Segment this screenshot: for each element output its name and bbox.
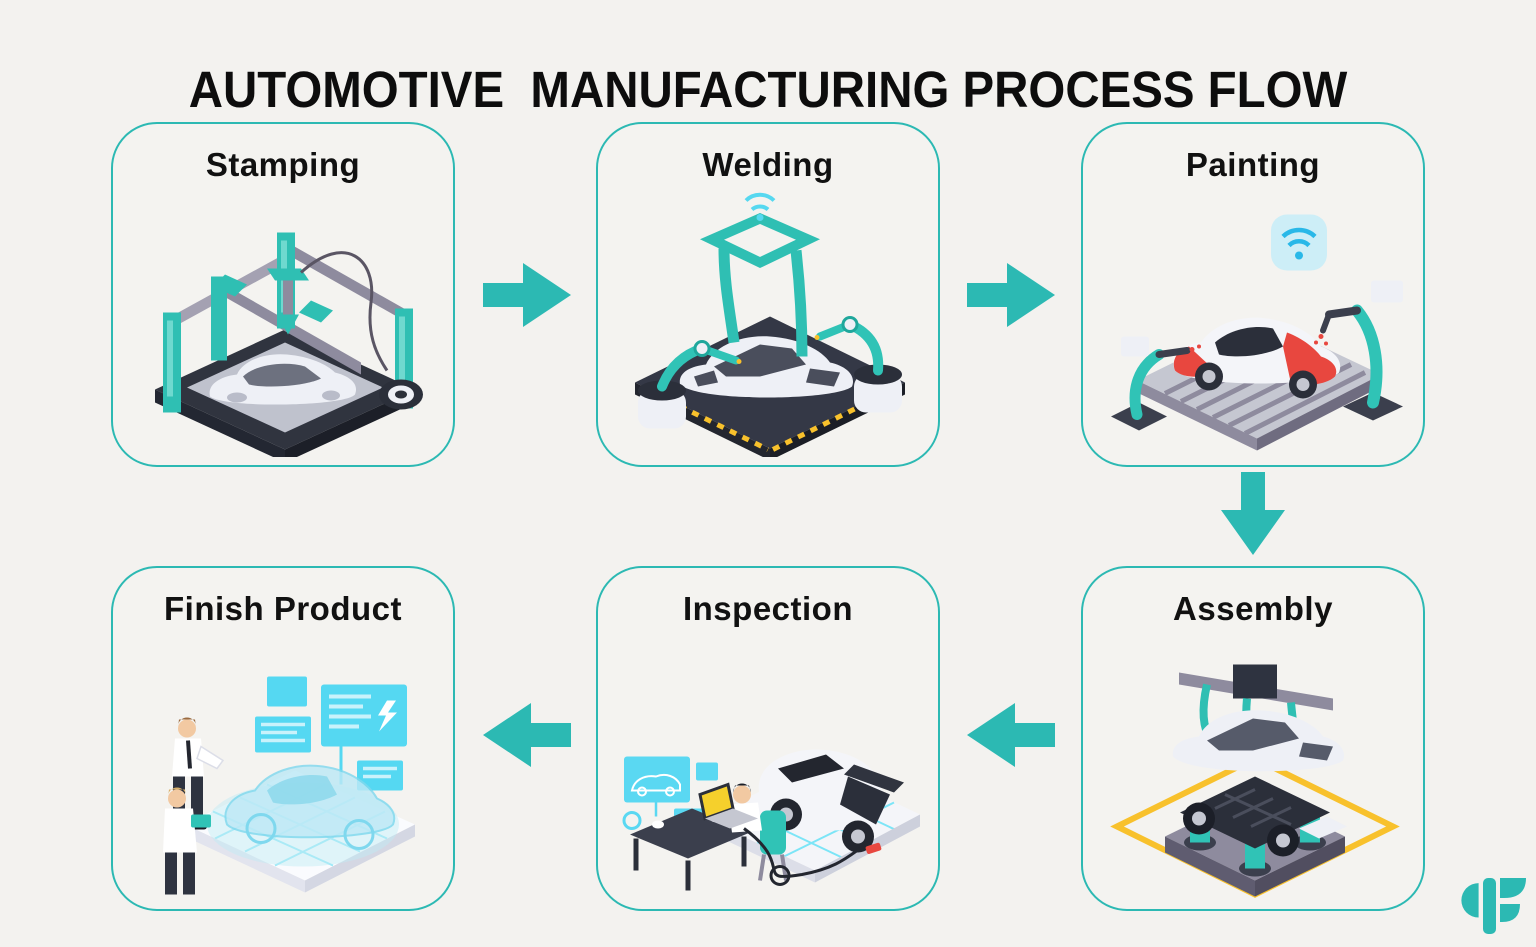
assembly-illustration [1095, 626, 1415, 901]
flow-arrow-welding-to-painting [967, 263, 1055, 327]
brand-logo-f-mark-icon [1452, 876, 1526, 938]
finish-product-illustration [125, 626, 445, 901]
stage-label-painting: Painting [1185, 146, 1321, 183]
stage-box-finish-product: Finish Product [111, 566, 455, 911]
welding-illustration [610, 182, 930, 457]
inspection-illustration [610, 626, 930, 901]
stage-label-welding: Welding [702, 146, 834, 183]
flow-arrow-painting-to-assembly [1221, 472, 1285, 555]
stage-box-inspection: Inspection [596, 566, 940, 911]
stage-box-painting: Painting [1081, 122, 1425, 467]
stage-label-inspection: Inspection [682, 590, 854, 627]
stage-label-assembly: Assembly [1173, 590, 1333, 627]
painting-illustration [1095, 182, 1415, 457]
page-title: AUTOMOTIVE MANUFACTURING PROCESS FLOW [188, 61, 1348, 119]
stage-box-welding: Welding [596, 122, 940, 467]
stage-box-assembly: Assembly [1081, 566, 1425, 911]
engineer-figure [163, 787, 211, 895]
stage-label-finish-product: Finish Product [164, 590, 402, 627]
hologram-screens [255, 676, 407, 791]
stage-box-stamping: Stamping [111, 122, 455, 467]
flow-arrow-inspection-to-finish-product [483, 703, 571, 767]
flow-arrow-assembly-to-inspection [967, 703, 1055, 767]
flow-arrow-stamping-to-welding [483, 263, 571, 327]
wifi-icon [744, 192, 776, 221]
stamping-illustration [125, 182, 445, 457]
stage-label-stamping: Stamping [205, 146, 361, 183]
wifi-icon [1271, 214, 1327, 271]
